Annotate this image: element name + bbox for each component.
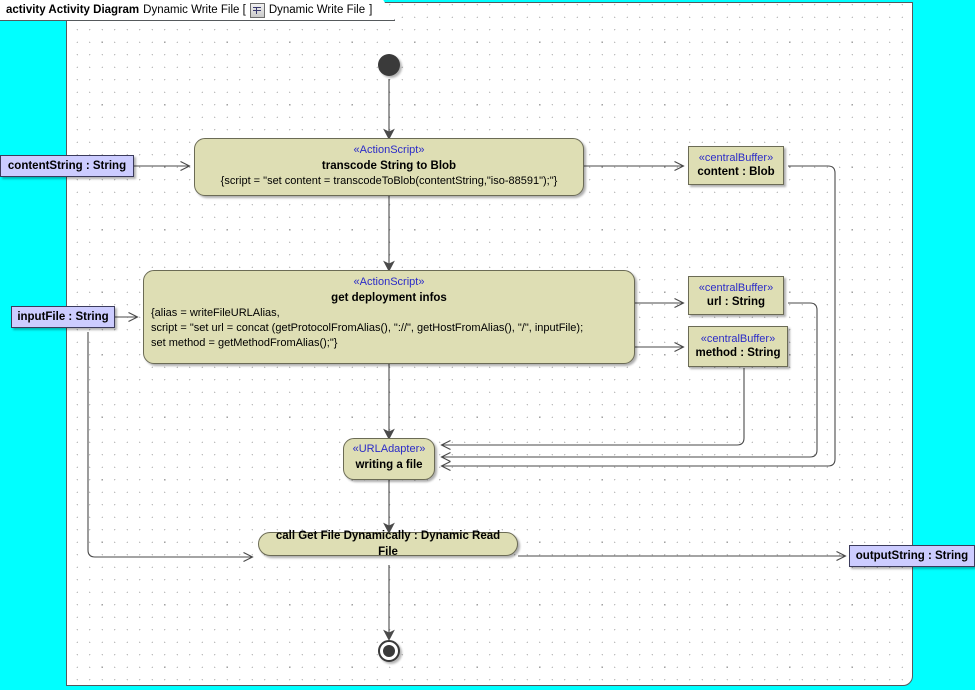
frame-tab-name: Dynamic Write File xyxy=(268,4,366,16)
initial-node[interactable] xyxy=(378,54,400,76)
stereotype-label: «centralBuffer» xyxy=(698,282,774,294)
stereotype-label: «centralBuffer» xyxy=(700,333,776,345)
frame-keyword: activity Activity Diagram xyxy=(6,4,140,16)
frame-name: Dynamic Write File [ xyxy=(143,4,246,16)
action-title: transcode String to Blob xyxy=(321,160,457,172)
central-buffer-url[interactable]: «centralBuffer» url : String xyxy=(688,276,784,315)
pin-label: inputFile : String xyxy=(17,311,109,323)
stereotype-label: «ActionScript» xyxy=(353,276,425,288)
action-get-deployment-infos[interactable]: «ActionScript» get deployment infos {ali… xyxy=(143,270,635,364)
buffer-label: content : Blob xyxy=(697,166,775,178)
pin-label: contentString : String xyxy=(7,160,127,172)
frame-title-tab: activity Activity Diagram Dynamic Write … xyxy=(0,0,395,21)
action-script-line-1: {alias = writeFileURLAlias, xyxy=(151,307,280,319)
central-buffer-content[interactable]: «centralBuffer» content : Blob xyxy=(688,146,784,185)
frame-close-bracket: ] xyxy=(369,4,373,16)
activity-parameter-outputstring[interactable]: outputString : String xyxy=(849,545,975,567)
action-script-body: {script = "set content = transcodeToBlob… xyxy=(220,175,558,187)
stereotype-label: «centralBuffer» xyxy=(698,152,774,164)
action-script-line-3: set method = getMethodFromAlias();"} xyxy=(151,337,338,349)
activity-parameter-inputfile[interactable]: inputFile : String xyxy=(11,306,115,328)
action-title: writing a file xyxy=(355,459,423,471)
activity-diagram-icon xyxy=(250,3,265,18)
call-action-title: call Get File Dynamically : Dynamic Read… xyxy=(275,530,501,558)
stereotype-label: «URLAdapter» xyxy=(352,443,426,455)
pin-label: outputString : String xyxy=(855,550,969,562)
central-buffer-method[interactable]: «centralBuffer» method : String xyxy=(688,326,788,367)
buffer-label: method : String xyxy=(695,347,781,359)
action-script-line-2: script = "set url = concat (getProtocolF… xyxy=(151,322,584,334)
action-urladapter-writing-a-file[interactable]: «URLAdapter» writing a file xyxy=(343,438,435,480)
action-title: get deployment infos xyxy=(331,292,447,304)
action-transcode-string-to-blob[interactable]: «ActionScript» transcode String to Blob … xyxy=(194,138,584,196)
call-behavior-action-dynamic-read-file[interactable]: call Get File Dynamically : Dynamic Read… xyxy=(258,530,518,558)
activity-parameter-contentstring[interactable]: contentString : String xyxy=(0,155,134,177)
stereotype-label: «ActionScript» xyxy=(353,144,425,156)
buffer-label: url : String xyxy=(706,296,766,308)
activity-final-node[interactable] xyxy=(378,640,400,662)
